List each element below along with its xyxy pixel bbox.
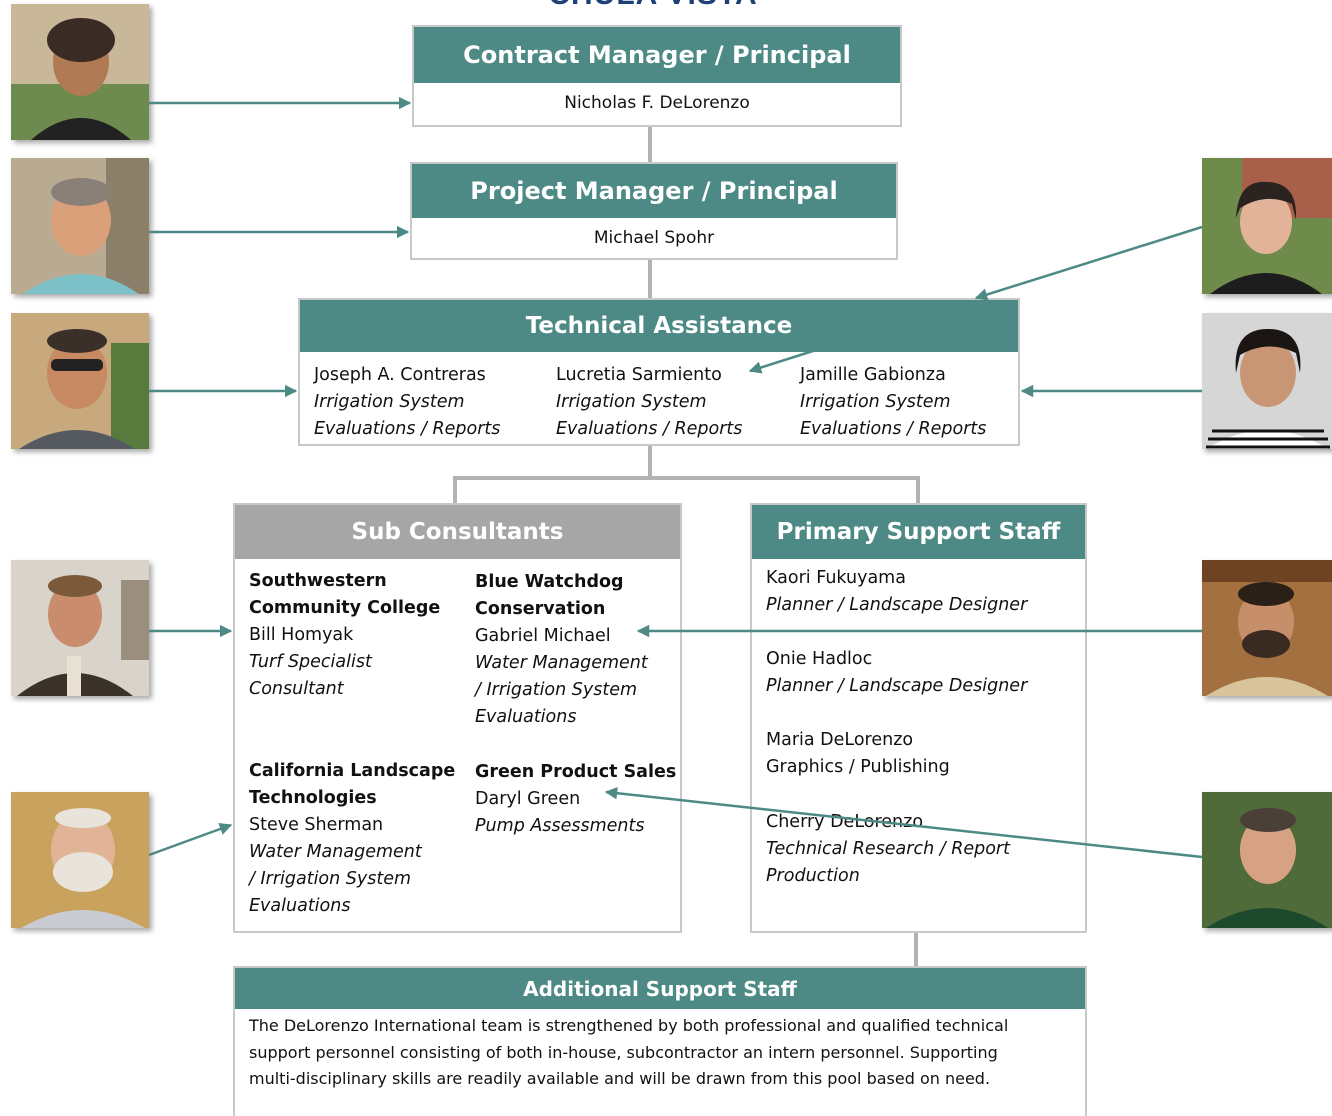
project-manager-title: Project Manager / Principal bbox=[412, 164, 896, 218]
person-role: Graphics / Publishing bbox=[766, 757, 950, 777]
connector-technical-primary bbox=[650, 476, 920, 504]
project-manager-name: Michael Spohr bbox=[593, 228, 715, 248]
portrait-photo bbox=[11, 560, 149, 696]
portrait-photo bbox=[11, 4, 149, 140]
person-name: Joseph A. Contreras bbox=[314, 365, 486, 385]
portrait-photo bbox=[1202, 792, 1332, 928]
portrait-photo bbox=[11, 792, 149, 928]
technical-person: Lucretia Sarmiento Irrigation System Eva… bbox=[556, 362, 786, 443]
person-name: Lucretia Sarmiento bbox=[556, 365, 722, 385]
person-role: Planner / Landscape Designer bbox=[766, 595, 1028, 615]
text-line: The DeLorenzo International team is stre… bbox=[249, 1016, 1009, 1035]
organization-name: Conservation bbox=[475, 599, 606, 619]
additional-support-text: The DeLorenzo International team is stre… bbox=[249, 1013, 1079, 1093]
person-avatar-icon bbox=[11, 158, 149, 294]
sub-consultants-box: Sub Consultants Southwestern Community C… bbox=[233, 503, 682, 933]
person-name: Kaori Fukuyama bbox=[766, 568, 906, 588]
person-role: Technical Research / Report bbox=[766, 839, 1010, 859]
staff-entry: Onie Hadloc Planner / Landscape Designer bbox=[766, 646, 1084, 700]
portrait-photo bbox=[1202, 158, 1332, 294]
contract-manager-title: Contract Manager / Principal bbox=[414, 27, 900, 83]
person-avatar-icon bbox=[1202, 792, 1332, 928]
person-name: Jamille Gabionza bbox=[800, 365, 946, 385]
technical-assistance-title: Technical Assistance bbox=[300, 300, 1018, 352]
portrait-photo bbox=[11, 158, 149, 294]
sub-consultant-entry: Blue Watchdog Conservation Gabriel Micha… bbox=[475, 569, 680, 731]
additional-support-box: Additional Support Staff The DeLorenzo I… bbox=[233, 966, 1087, 1116]
contract-manager-name: Nicholas F. DeLorenzo bbox=[564, 93, 750, 113]
person-role: Production bbox=[766, 866, 860, 886]
portrait-photo bbox=[1202, 560, 1332, 696]
arrow-to-daryl bbox=[604, 787, 1203, 859]
person-role: Evaluations / Reports bbox=[800, 419, 987, 439]
text-line: support personnel consisting of both in-… bbox=[249, 1042, 998, 1062]
technical-assistance-box: Technical Assistance Joseph A. Contreras… bbox=[298, 298, 1020, 446]
organization-name: Community College bbox=[249, 598, 441, 618]
person-avatar-icon bbox=[11, 313, 149, 449]
staff-entry: Kaori Fukuyama Planner / Landscape Desig… bbox=[766, 565, 1084, 619]
sub-consultant-entry: California Landscape Technologies Steve … bbox=[249, 758, 471, 920]
person-role: / Irrigation System bbox=[249, 869, 412, 889]
person-role: Irrigation System bbox=[556, 392, 707, 412]
person-name: Onie Hadloc bbox=[766, 649, 873, 669]
person-avatar-icon bbox=[11, 4, 149, 140]
person-role: Turf Specialist bbox=[249, 652, 372, 672]
person-name: Cherry DeLorenzo bbox=[766, 812, 924, 832]
sub-consultants-title: Sub Consultants bbox=[235, 505, 680, 559]
staff-entry: Maria DeLorenzo Graphics / Publishing bbox=[766, 727, 1084, 781]
person-name: Steve Sherman bbox=[249, 815, 384, 835]
staff-entry: Cherry DeLorenzo Technical Research / Re… bbox=[766, 809, 1084, 890]
person-name: Daryl Green bbox=[475, 789, 581, 809]
arrow-to-steve bbox=[148, 822, 233, 857]
project-manager-box: Project Manager / Principal Michael Spoh… bbox=[410, 162, 898, 260]
person-role: Water Management bbox=[249, 842, 422, 862]
person-role: Planner / Landscape Designer bbox=[766, 676, 1028, 696]
arrow-to-lucretia-a bbox=[974, 225, 1203, 301]
person-avatar-icon bbox=[1202, 158, 1332, 294]
sub-consultant-entry: Green Product Sales Daryl Green Pump Ass… bbox=[475, 759, 680, 840]
person-role: Irrigation System bbox=[800, 392, 951, 412]
person-avatar-icon bbox=[11, 560, 149, 696]
portrait-photo bbox=[1202, 313, 1332, 449]
text-line: multi-disciplinary skills are readily av… bbox=[249, 1069, 991, 1088]
person-role: Evaluations / Reports bbox=[314, 419, 501, 439]
person-role: Evaluations bbox=[249, 896, 351, 916]
organization-name: Technologies bbox=[249, 788, 377, 808]
person-role: Evaluations bbox=[475, 707, 577, 727]
person-avatar-icon bbox=[11, 792, 149, 928]
person-role: Pump Assessments bbox=[475, 816, 645, 836]
portrait-photo bbox=[11, 313, 149, 449]
primary-support-box: Primary Support Staff Kaori Fukuyama Pla… bbox=[750, 503, 1087, 933]
additional-support-title: Additional Support Staff bbox=[235, 968, 1085, 1009]
person-role: Irrigation System bbox=[314, 392, 465, 412]
person-role: Evaluations / Reports bbox=[556, 419, 743, 439]
sub-consultant-entry: Southwestern Community College Bill Homy… bbox=[249, 568, 464, 703]
technical-person: Joseph A. Contreras Irrigation System Ev… bbox=[314, 362, 544, 443]
connector-technical-sub bbox=[453, 445, 652, 504]
person-name: Bill Homyak bbox=[249, 625, 354, 645]
person-name: Gabriel Michael bbox=[475, 626, 611, 646]
person-avatar-icon bbox=[1202, 313, 1332, 449]
organization-name: Southwestern bbox=[249, 571, 387, 591]
organization-name: Blue Watchdog bbox=[475, 572, 624, 592]
technical-person: Jamille Gabionza Irrigation System Evalu… bbox=[800, 362, 1015, 443]
organization-name: California Landscape bbox=[249, 761, 456, 781]
person-name: Maria DeLorenzo bbox=[766, 730, 914, 750]
person-role: Consultant bbox=[249, 679, 344, 699]
person-role: Water Management bbox=[475, 653, 648, 673]
contract-manager-box: Contract Manager / Principal Nicholas F.… bbox=[412, 25, 902, 127]
organization-name: Green Product Sales bbox=[475, 762, 677, 782]
arrow-to-lucretia bbox=[748, 348, 817, 374]
logo-text: CHULA VISTA bbox=[548, 0, 758, 11]
person-avatar-icon bbox=[1202, 560, 1332, 696]
primary-support-title: Primary Support Staff bbox=[752, 505, 1085, 559]
person-role: / Irrigation System bbox=[475, 680, 638, 700]
